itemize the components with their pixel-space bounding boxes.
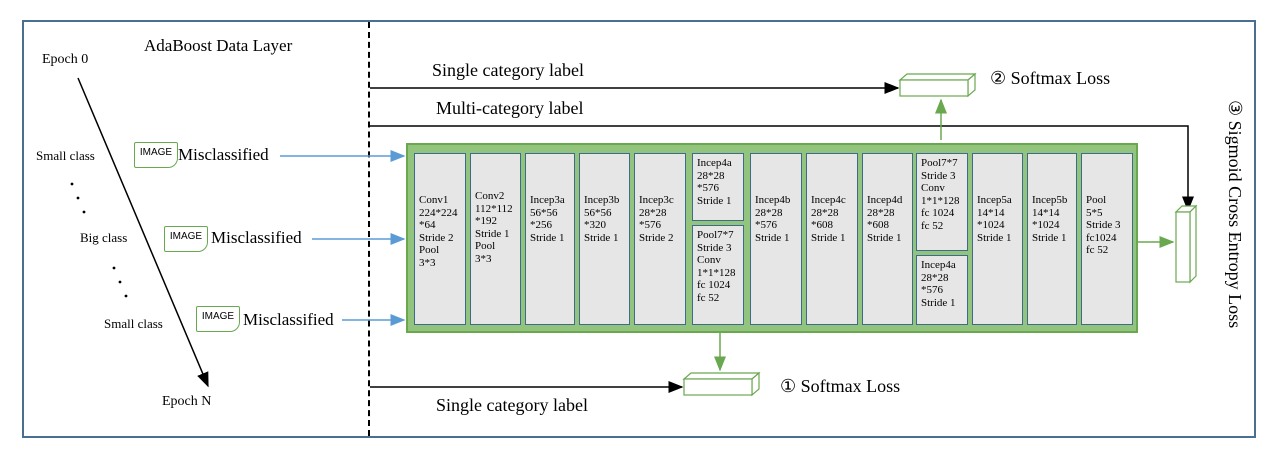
softmax-box-1 xyxy=(682,371,761,397)
layer-incep5a: Incep5a 14*14 *1024 Stride 1 xyxy=(972,153,1023,325)
single-label-top: Single category label xyxy=(432,60,584,80)
image-icon-3: IMAGE xyxy=(196,306,240,332)
layer-incep3c: Incep3c 28*28 *576 Stride 2 xyxy=(634,153,686,325)
sigmoid-loss-label: ③ Sigmoid Cross Entropy Loss xyxy=(1225,100,1245,329)
layer-incep5b: Incep5b 14*14 *1024 Stride 1 xyxy=(1027,153,1077,325)
multi-label-arrow xyxy=(370,125,1194,212)
layer-incep3b: Incep3b 56*56 *320 Stride 1 xyxy=(579,153,630,325)
softmax-loss-1-label: ① Softmax Loss xyxy=(780,376,901,396)
multi-label: Multi-category label xyxy=(436,98,584,118)
sigmoid-box xyxy=(1174,204,1198,284)
layer-aux-head-1: Pool7*7 Stride 3 Conv 1*1*128 fc 1024 fc… xyxy=(692,225,744,325)
misclassified-label-1: Misclassified xyxy=(178,145,269,164)
image-icon-2: IMAGE xyxy=(164,226,208,252)
misclassified-label-2: Misclassified xyxy=(211,228,302,247)
epoch-end-label: Epoch N xyxy=(162,394,212,409)
class-label-big: Big class xyxy=(80,230,128,245)
misclassified-label-3: Misclassified xyxy=(243,310,334,329)
layer-incep3a: Incep3a 56*56 *256 Stride 1 xyxy=(525,153,575,325)
layer-incep4a-1: Incep4a 28*28 *576 Stride 1 xyxy=(692,153,744,221)
layer-pool-final: Pool 5*5 Stride 3 fc1024 fc 52 xyxy=(1081,153,1133,325)
layer-incep4a-2: Incep4a 28*28 *576 Stride 1 xyxy=(916,255,968,325)
layer-incep4c: Incep4c 28*28 *608 Stride 1 xyxy=(806,153,858,325)
softmax-loss-2-label: ② Softmax Loss xyxy=(990,68,1111,88)
softmax-box-2 xyxy=(898,72,977,98)
ellipsis-dots xyxy=(70,182,128,298)
sigmoid-loss-label-wrap: ③ Sigmoid Cross Entropy Loss xyxy=(1221,100,1245,380)
layer-incep4b: Incep4b 28*28 *576 Stride 1 xyxy=(750,153,802,325)
single-label-bottom: Single category label xyxy=(436,395,588,415)
panel-divider xyxy=(368,22,370,436)
class-label-small-2: Small class xyxy=(104,316,163,331)
epoch-start-label: Epoch 0 xyxy=(42,52,89,67)
class-label-small-1: Small class xyxy=(36,148,95,163)
network-block: Conv1 224*224 *64 Stride 2 Pool 3*3 Conv… xyxy=(406,143,1138,333)
layer-aux-head-2: Pool7*7 Stride 3 Conv 1*1*128 fc 1024 fc… xyxy=(916,153,968,251)
layer-incep4d: Incep4d 28*28 *608 Stride 1 xyxy=(862,153,913,325)
layer-conv2: Conv2 112*112 *192 Stride 1 Pool 3*3 xyxy=(470,153,521,325)
layer-conv1: Conv1 224*224 *64 Stride 2 Pool 3*3 xyxy=(414,153,466,325)
diagram-frame xyxy=(22,20,1256,438)
data-layer-title: AdaBoost Data Layer xyxy=(144,36,293,55)
image-icon-1: IMAGE xyxy=(134,142,178,168)
epoch-arrow xyxy=(77,77,209,388)
